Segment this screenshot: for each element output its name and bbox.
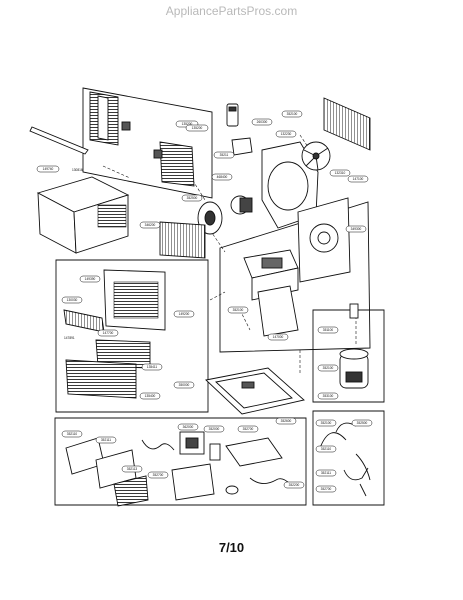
tubing-parts <box>319 422 371 497</box>
motor-mount <box>231 137 253 156</box>
evaporator-housing <box>297 197 351 283</box>
compressor <box>339 303 369 389</box>
label-tube-a: 352100 <box>321 421 332 425</box>
label-condenser-side: 147100 <box>353 177 364 181</box>
compressor-group-outline <box>312 309 385 403</box>
label-control-box: 349300 <box>351 227 362 231</box>
filter-strip <box>63 309 105 333</box>
label-harness: 352200 <box>289 483 300 487</box>
tubing-group-outline <box>312 410 385 506</box>
label-chassis-base: 350000 <box>179 383 190 387</box>
site-watermark: AppliancePartsPros.com <box>165 4 298 18</box>
cabinet <box>36 176 130 254</box>
chassis-base <box>205 367 305 415</box>
label-panel-tag: 135411 <box>147 365 158 369</box>
label-tube-d: 352111 <box>321 471 331 475</box>
label-filter-code: 147891 <box>64 336 75 340</box>
label-grille-top: 130030 <box>67 298 78 302</box>
label-filter-b: 147700 <box>103 331 114 335</box>
label-condenser: 352100 <box>287 112 298 116</box>
label-fan: 132310 <box>335 171 346 175</box>
label-evaporator: 346200 <box>145 223 156 227</box>
mid-bracket <box>257 285 299 337</box>
label-remote: 260300 <box>257 120 268 124</box>
label-blower: 352500 <box>187 196 198 200</box>
label-base-right: 147000 <box>273 335 284 339</box>
panel-group-outline <box>82 87 213 199</box>
label-filter-a: 149200 <box>179 312 190 316</box>
label-grille-front: 135400 <box>145 394 156 398</box>
label-cover-plate: 352000 <box>209 427 220 431</box>
label-tube-c: 352110 <box>321 447 332 451</box>
label-compressor-base: 353100 <box>323 394 334 398</box>
pcb-group-outline <box>54 417 307 506</box>
label-tube-b: 352500 <box>357 421 368 425</box>
label-compressor: 352100 <box>323 366 334 370</box>
label-cap-small: 352700 <box>243 427 254 431</box>
label-cabinet: 130816 <box>72 168 83 172</box>
top-cover-strip <box>29 126 89 155</box>
label-pcb-c: 352113 <box>127 467 138 471</box>
condenser-coil <box>323 97 371 151</box>
label-compressor-top: 351100 <box>323 328 334 332</box>
grille-front <box>65 359 137 399</box>
evaporator-coil <box>159 221 206 259</box>
label-motor-mount: 35211 <box>220 153 229 157</box>
label-top-strip: 149740 <box>43 167 54 171</box>
front-frame <box>103 269 166 331</box>
label-capacitor: 352700 <box>153 473 164 477</box>
front-panel-group-outline <box>55 259 209 413</box>
label-shroud: 132230 <box>281 132 292 136</box>
label-base-top: 352100 <box>233 308 244 312</box>
label-tube-e: 352700 <box>321 487 332 491</box>
pcb-parts <box>65 431 291 507</box>
label-panel-lower: 135200 <box>192 126 203 130</box>
label-pcb-a: 352110 <box>67 432 78 436</box>
label-pcb-b: 352111 <box>101 438 111 442</box>
label-panel-upper: 135200 <box>182 122 193 126</box>
label-front-frame: 149390 <box>85 277 96 281</box>
tag-top-strip: 149740 <box>36 165 60 173</box>
part-tags: 149740 130816 135200 135200 260300 35211… <box>36 110 373 493</box>
label-fan-motor: 468400 <box>217 175 228 179</box>
page-number: 7/10 <box>218 540 245 555</box>
fan-motor <box>230 195 253 215</box>
label-bracket: 352600 <box>281 419 292 423</box>
side-panels <box>89 91 195 187</box>
label-switch: 362000 <box>183 425 194 429</box>
condenser-fan <box>301 141 331 171</box>
tag-cabinet: 130816 <box>72 168 83 172</box>
